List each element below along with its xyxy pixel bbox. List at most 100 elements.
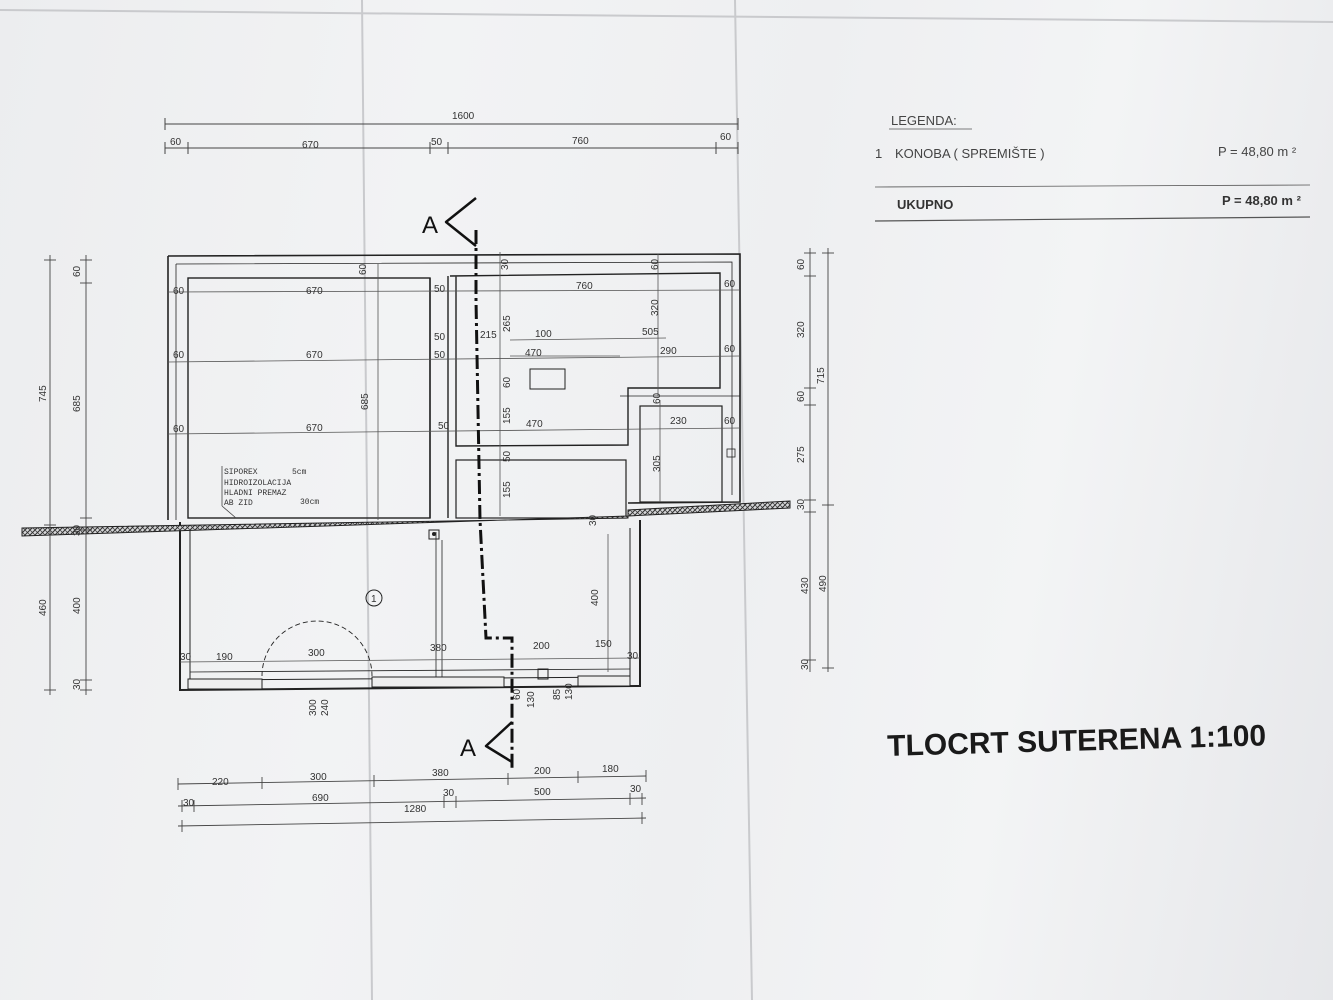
dim-left-30b: 30 xyxy=(72,524,83,536)
dim-in-1: 60 xyxy=(173,286,185,297)
legend-room-name: KONOBA ( SPREMIŠTE ) xyxy=(895,146,1045,161)
dim-v-320: 320 xyxy=(650,299,661,316)
dim-in-2: 670 xyxy=(306,286,323,297)
section-line xyxy=(444,197,514,770)
dim-v-60-right: 60 xyxy=(650,258,661,270)
dim-r2-4: 215 xyxy=(480,330,497,341)
dim-left-460: 460 xyxy=(38,599,49,616)
dim-in-3: 50 xyxy=(434,284,446,295)
dim-r3-1: 60 xyxy=(173,424,185,435)
dim-b2-1: 30 xyxy=(183,798,195,809)
dim-r3-5: 230 xyxy=(670,416,687,427)
dim-v-400-inner: 400 xyxy=(590,589,601,606)
dim-win-85: 85 xyxy=(552,688,563,700)
dim-left-60: 60 xyxy=(72,265,83,277)
dim-bi-1: 30 xyxy=(180,652,192,663)
dim-bi-7: 30 xyxy=(627,651,639,662)
dim-top-total: 1600 xyxy=(452,111,475,122)
dim-v-685-mid: 685 xyxy=(360,393,371,410)
dim-r2-3: 50 xyxy=(434,332,446,343)
dim-r2-7: 470 xyxy=(525,348,542,359)
dim-b1-1: 220 xyxy=(212,777,229,788)
dim-right-275: 275 xyxy=(796,446,807,463)
dim-top-3: 50 xyxy=(431,137,443,148)
dim-right-60b: 60 xyxy=(796,390,807,402)
dim-in-5: 60 xyxy=(724,279,736,290)
bottom-inner-dimensions xyxy=(179,657,641,663)
dim-v-60-stair: 60 xyxy=(502,376,513,388)
dim-b2-4: 500 xyxy=(534,787,551,798)
dim-left-30: 30 xyxy=(72,678,83,690)
dim-r2-8: 290 xyxy=(660,346,677,357)
dim-right-715: 715 xyxy=(816,367,827,384)
top-dimensions xyxy=(164,118,739,154)
dim-in-4: 760 xyxy=(576,281,593,292)
dim-v-60-small: 60 xyxy=(652,392,663,404)
dim-door-240: 240 xyxy=(320,699,331,716)
dim-v-30-top: 30 xyxy=(500,258,511,270)
dim-r2-1: 60 xyxy=(173,350,185,361)
mat-3-label: HLADNI PREMAZ xyxy=(224,489,287,498)
dim-door-300: 300 xyxy=(308,699,319,716)
dim-win-130a: 130 xyxy=(526,691,537,708)
dim-b1-5: 180 xyxy=(602,764,619,775)
bottom-dimensions xyxy=(177,770,647,832)
dim-r2-3b: 50 xyxy=(434,350,446,361)
dim-left-745: 745 xyxy=(38,385,49,402)
dim-b2-2: 690 xyxy=(312,793,329,804)
dim-bi-3: 300 xyxy=(308,648,325,659)
legend-room-number: 1 xyxy=(875,146,882,161)
dim-v-50: 50 xyxy=(502,450,513,462)
dim-top-2: 670 xyxy=(302,140,319,151)
section-marker-top: A xyxy=(422,212,438,239)
right-dimensions xyxy=(804,248,834,672)
legend-total-area: P = 48,80 m ² xyxy=(1222,193,1302,208)
dim-r2-6: 505 xyxy=(642,327,659,338)
dim-right-60a: 60 xyxy=(796,258,807,270)
mat-1-value: 5cm xyxy=(292,468,307,477)
dim-bi-5: 200 xyxy=(533,641,550,652)
dim-bi-4: 380 xyxy=(430,643,447,654)
walls xyxy=(167,253,741,692)
dim-top-4: 760 xyxy=(572,136,589,147)
mat-4-value: 30cm xyxy=(300,498,319,507)
dim-right-320: 320 xyxy=(796,321,807,338)
dim-b2-5: 30 xyxy=(630,784,642,795)
mat-4-label: AB ZID xyxy=(224,499,253,508)
materials-note: SIPOREX 5cm HIDROIZOLACIJA HLADNI PREMAZ… xyxy=(221,466,319,519)
dim-v-265: 265 xyxy=(502,315,513,332)
dim-r3-2: 670 xyxy=(306,423,323,434)
mat-1-label: SIPOREX xyxy=(224,468,258,477)
stair-box xyxy=(529,368,566,390)
legend: LEGENDA: 1 KONOBA ( SPREMIŠTE ) P = 48,8… xyxy=(874,113,1311,222)
inner-dimension-lines xyxy=(167,252,741,672)
dim-r2-2: 670 xyxy=(306,350,323,361)
dim-b3-total: 1280 xyxy=(404,804,427,815)
dim-v-30-inner: 30 xyxy=(588,514,599,526)
dim-v-305: 305 xyxy=(652,455,663,472)
dim-bi-2: 190 xyxy=(216,652,233,663)
dim-b1-3: 380 xyxy=(432,768,449,779)
mat-2-label: HIDROIZOLACIJA xyxy=(224,479,291,488)
dim-b1-4: 200 xyxy=(534,766,551,777)
dim-bi-6: 150 xyxy=(595,639,612,650)
drawing-title: TLOCRT SUTERENA 1:100 xyxy=(887,719,1267,763)
dim-r3-4: 470 xyxy=(526,419,543,430)
dim-v-60-mid: 60 xyxy=(358,263,369,275)
dim-right-30b: 30 xyxy=(800,658,811,670)
dim-v-155-b: 155 xyxy=(502,481,513,498)
dim-b2-3: 30 xyxy=(443,788,455,799)
dim-left-685: 685 xyxy=(72,395,83,412)
dim-r3-6: 60 xyxy=(724,416,736,427)
dim-r3-3: 50 xyxy=(438,421,450,432)
dim-top-1: 60 xyxy=(170,137,182,148)
dim-right-490: 490 xyxy=(818,575,829,592)
legend-room-area: P = 48,80 m ² xyxy=(1218,144,1297,159)
room-marker-number: 1 xyxy=(371,594,377,605)
dim-v-155-a: 155 xyxy=(502,407,513,424)
dim-r2-5: 100 xyxy=(535,329,552,340)
legend-total-label: UKUPNO xyxy=(897,197,953,212)
dim-win-130b: 130 xyxy=(564,683,575,700)
